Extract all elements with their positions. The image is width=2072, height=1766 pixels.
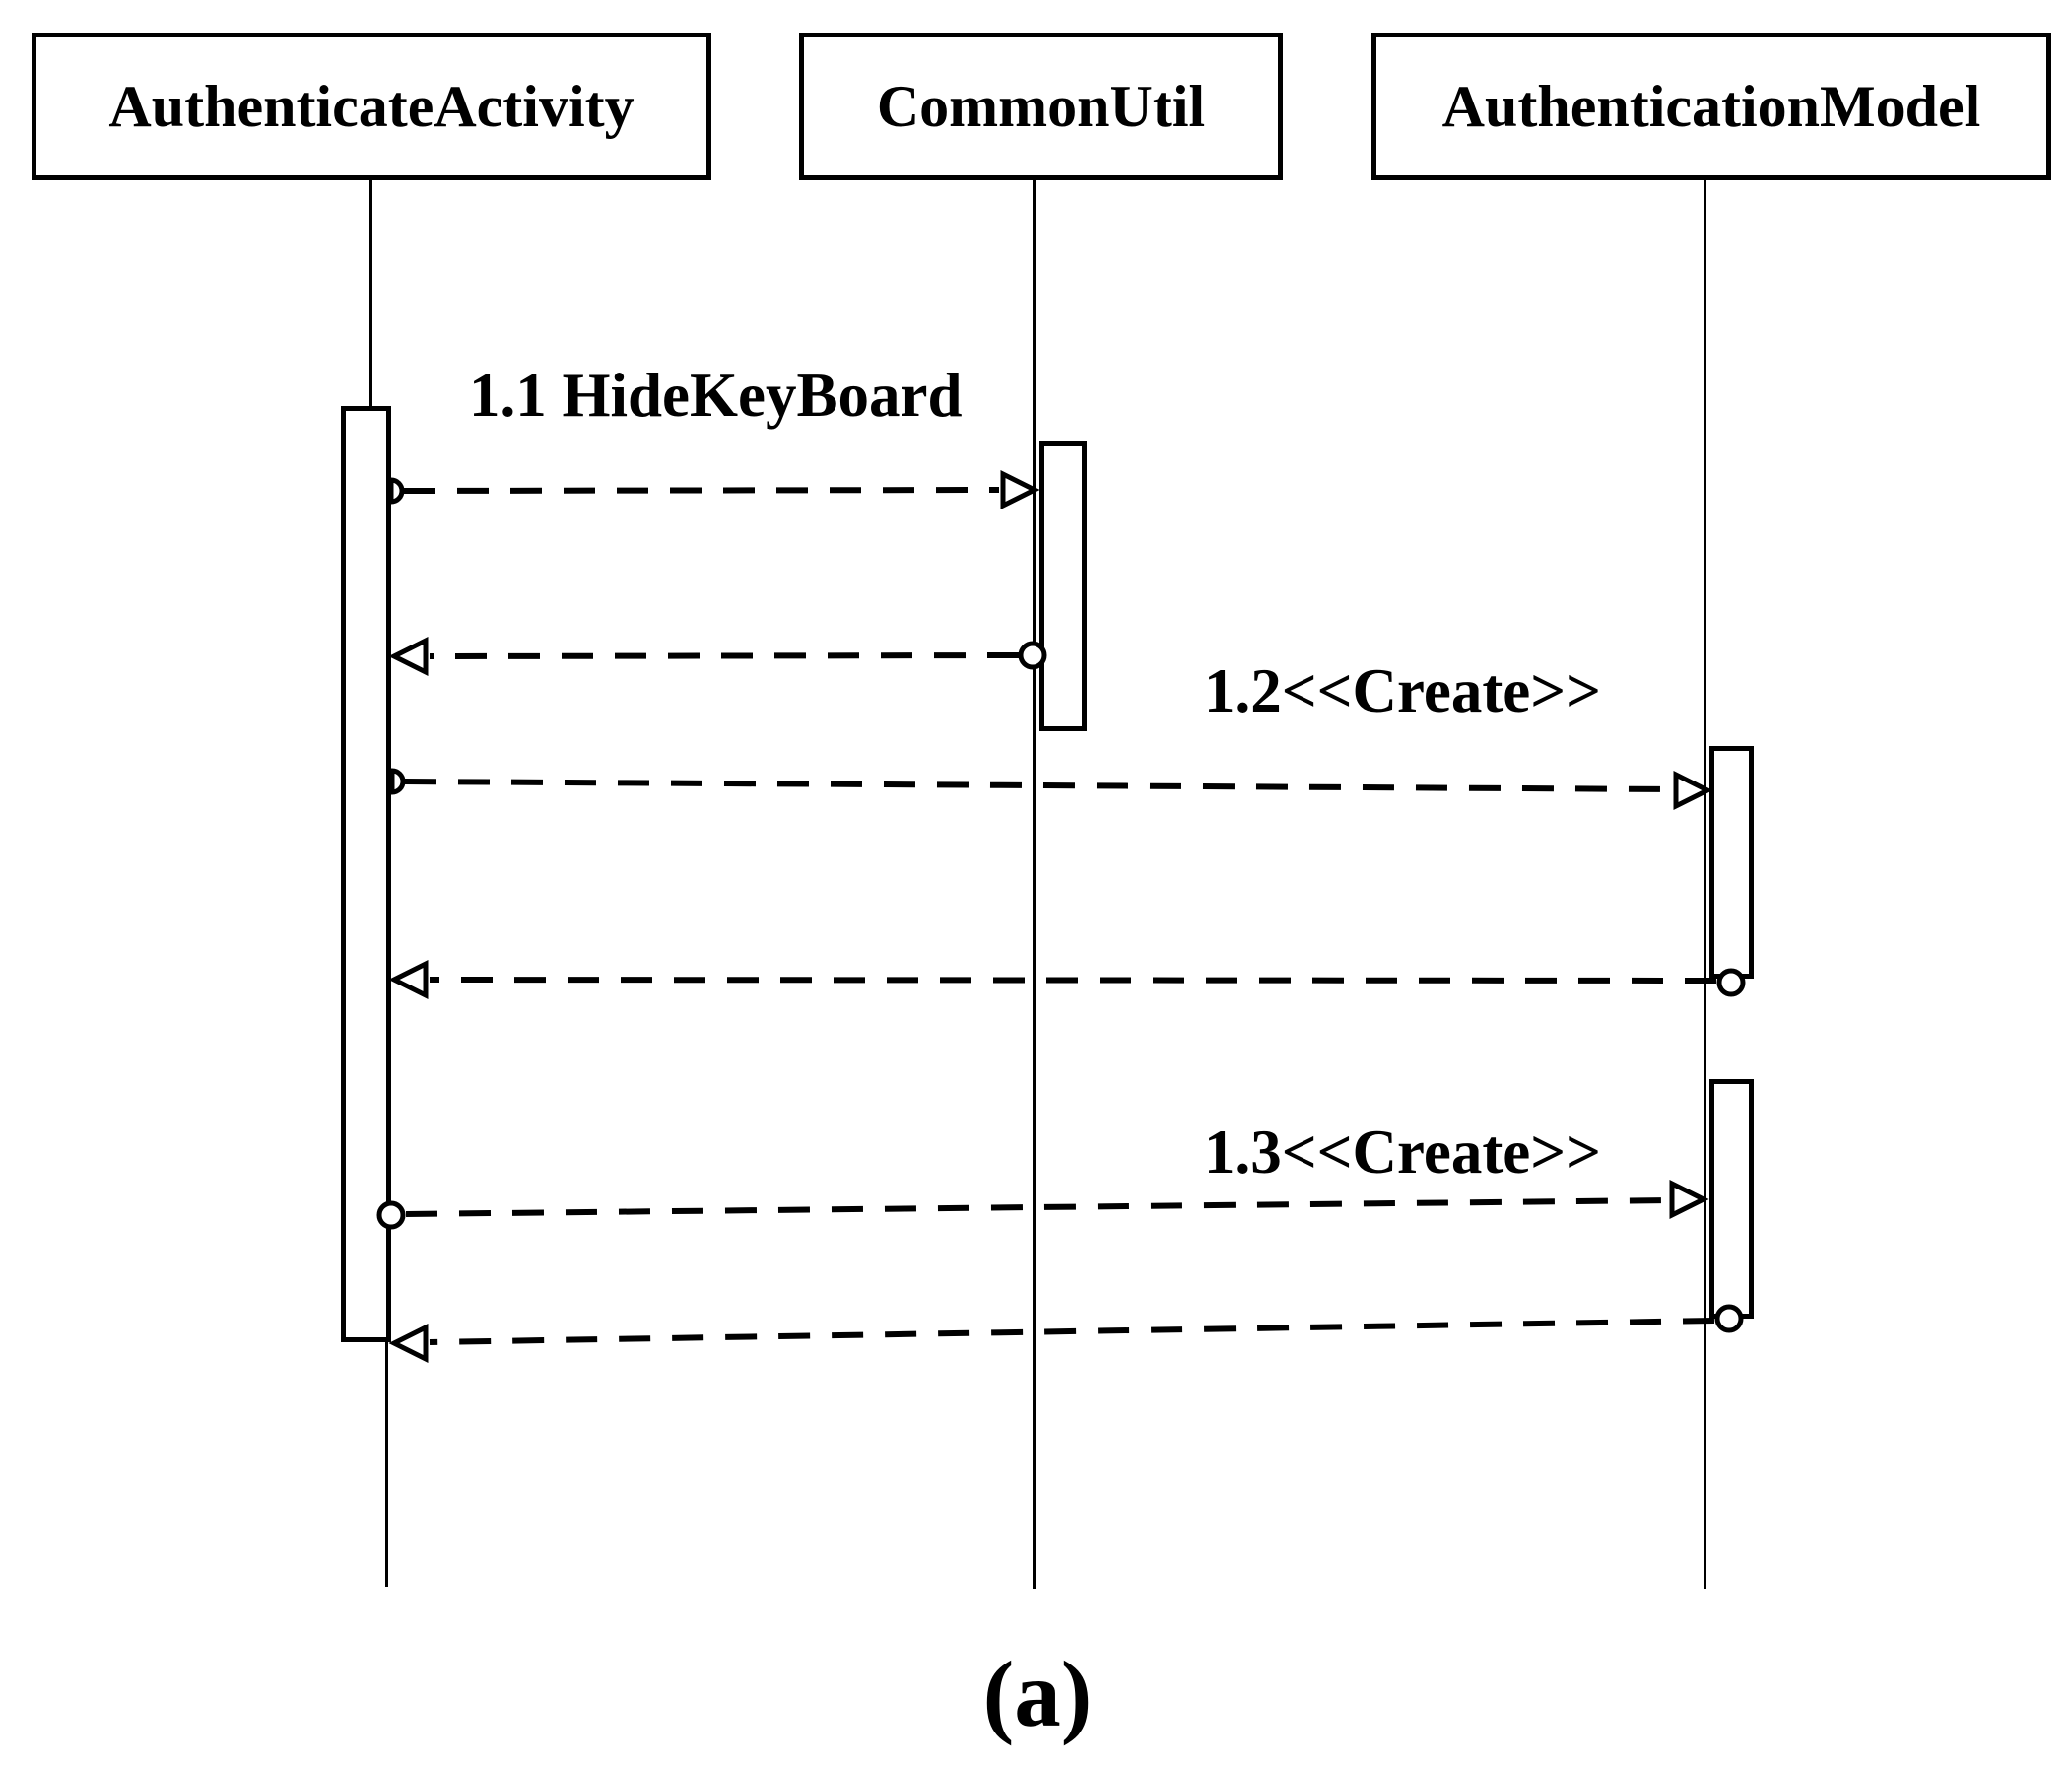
activation-bar-authentication-model-2	[1709, 1079, 1754, 1319]
dashed-line	[403, 487, 1000, 494]
message-label-1-3-create: 1.3<<Create>>	[1204, 1118, 1602, 1187]
message-label-1-1-hidekeyboard: 1.1 HideKeyBoard	[469, 361, 963, 430]
dashed-line	[429, 1318, 1715, 1345]
open-arrowhead-icon	[1000, 469, 1040, 510]
lifeline-common-util	[1033, 180, 1036, 1589]
tail-circle-icon	[1018, 641, 1047, 670]
participant-box-common-util: CommonUtil	[799, 33, 1283, 180]
lifeline-authenticate-activity-upper	[369, 180, 372, 406]
tail-circle-icon	[376, 1200, 406, 1230]
dashed-line	[404, 779, 1673, 792]
participant-label: CommonUtil	[876, 73, 1206, 139]
participant-label: AuthenticateActivity	[108, 73, 635, 139]
dashed-line	[429, 652, 1020, 659]
open-arrowhead-icon	[1669, 1179, 1709, 1220]
open-arrowhead-icon	[1673, 770, 1713, 811]
tail-circle-icon	[1714, 1304, 1744, 1333]
dashed-line	[429, 977, 1717, 984]
participant-box-authentication-model: AuthenticationModel	[1371, 33, 2051, 180]
open-arrowhead-icon	[388, 636, 429, 677]
participant-label: AuthenticationModel	[1441, 73, 1981, 139]
participant-box-authenticate-activity: AuthenticateActivity	[32, 33, 711, 180]
tail-circle-icon	[388, 477, 405, 505]
lifeline-authenticate-activity-lower	[385, 1342, 388, 1587]
return-arrow-2	[388, 959, 1746, 1000]
return-arrow-3	[388, 1304, 1744, 1364]
message-1-3-create-arrow	[376, 1179, 1709, 1230]
caption-a: (a)	[982, 1642, 1093, 1746]
tail-circle-icon	[1716, 968, 1746, 997]
message-label-1-2-create: 1.2<<Create>>	[1204, 656, 1602, 725]
activation-bar-authentication-model-1	[1709, 746, 1754, 979]
open-arrowhead-icon	[388, 959, 429, 1000]
message-1-1-hidekeyboard-arrow	[388, 469, 1040, 510]
activation-bar-common-util	[1039, 442, 1087, 731]
lifeline-authentication-model	[1704, 180, 1706, 1589]
return-arrow-1	[388, 636, 1047, 677]
dashed-line	[405, 1197, 1670, 1217]
tail-circle-icon	[389, 768, 406, 795]
message-1-2-create-arrow	[389, 768, 1713, 811]
open-arrowhead-icon	[388, 1323, 429, 1364]
activation-bar-authenticate-activity	[341, 406, 391, 1342]
